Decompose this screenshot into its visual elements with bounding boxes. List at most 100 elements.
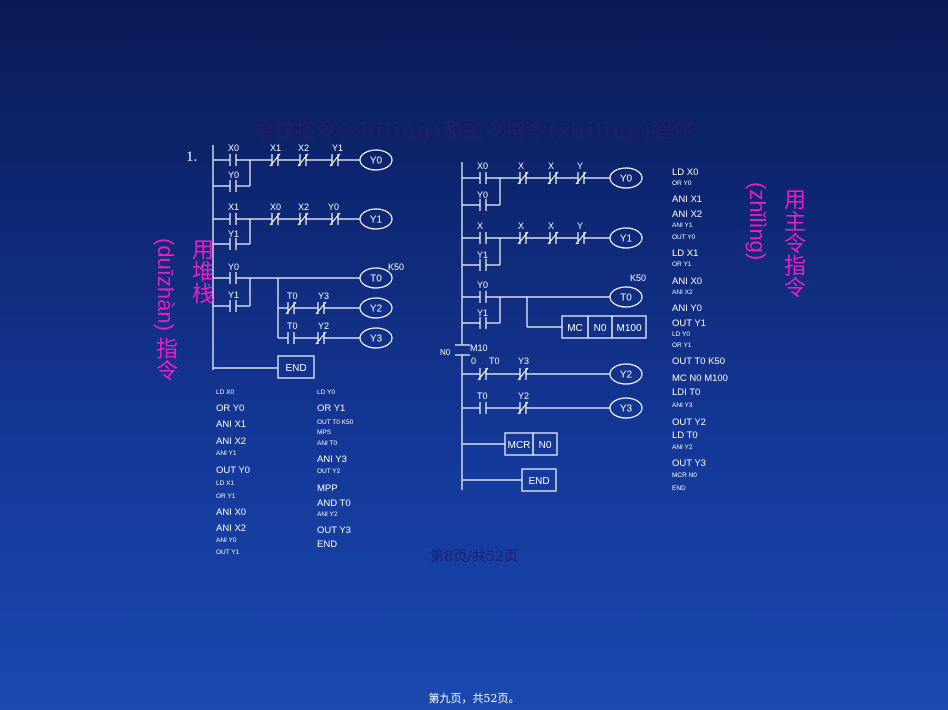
right-instr-2: ANI X1 (672, 194, 703, 205)
label-y0-branch: Y0 (228, 170, 239, 180)
y3-left-coil (359, 327, 393, 349)
right-instr-4: ANI Y1 (672, 222, 693, 229)
nc-contact (477, 367, 489, 381)
item-number: 1. (186, 149, 198, 165)
right-instr-3: ANI X2 (672, 209, 703, 220)
right-instr-21: OUT Y3 (672, 458, 706, 469)
label-y0-r2: Y0 (328, 202, 339, 212)
y3-left-coil-label: Y3 (370, 334, 383, 345)
label-y1: Y1 (332, 143, 343, 153)
no-contact (287, 332, 295, 344)
nc-contact (547, 231, 559, 245)
label-x0: X0 (228, 143, 239, 153)
y2-left-coil (359, 297, 393, 319)
no-contact (229, 300, 237, 312)
label-x2-r2: X2 (298, 202, 309, 212)
y2-left-coil-label: Y2 (370, 304, 383, 315)
left-b-instr-3: MPS (317, 429, 332, 436)
label-m10: M10 (470, 343, 488, 353)
left-b-instr-11: END (317, 539, 338, 550)
label-zero: 0 (471, 356, 476, 366)
left-b-instr-10: OUT Y3 (317, 525, 351, 536)
no-contact (229, 180, 237, 192)
no-contact (479, 172, 487, 184)
right-instr-10: ANI Y0 (672, 303, 702, 314)
mc-m100-box (611, 315, 647, 339)
left-a-instr-10: ANI Y0 (216, 537, 237, 544)
right-instr-16: LDI T0 (672, 387, 701, 398)
label-x1: X1 (270, 143, 281, 153)
label-x1-r2: X1 (228, 202, 239, 212)
mc-box-label: MC (567, 323, 583, 334)
no-contact (229, 154, 237, 166)
left-a-instr-6: LD X1 (216, 480, 235, 487)
right-instr-8: ANI X0 (672, 276, 703, 287)
label-n0: N0 (440, 348, 451, 357)
left-a-instr-2: ANI X1 (216, 419, 247, 430)
label-y2-r5r: Y2 (518, 391, 529, 401)
label-k50-left: K50 (388, 262, 404, 272)
right-instr-7: OR Y1 (672, 261, 692, 268)
left-a-instr-5: OUT Y0 (216, 465, 250, 476)
left-b-instr-7: MPP (317, 483, 338, 494)
no-contact (479, 402, 487, 414)
left-a-instr-8: ANI X0 (216, 507, 247, 518)
label-y0-r3r: Y0 (477, 280, 488, 290)
label-y-r2: Y (577, 221, 583, 231)
nc-contact (575, 171, 587, 185)
left-b-instr-4: ANI T0 (317, 440, 338, 447)
right-instr-22: MCR N0 (672, 472, 697, 479)
t0-left-coil (359, 267, 393, 289)
left-b-instr-8: AND T0 (317, 498, 351, 509)
label-y1-r3r: Y1 (477, 308, 488, 318)
y2-right-coil-label: Y2 (620, 370, 633, 381)
no-contact (479, 232, 487, 244)
right-instr-9: ANI X2 (672, 289, 693, 296)
right-instr-12: LD Y0 (672, 331, 690, 338)
left-b-instr-9: ANI Y2 (317, 511, 338, 518)
left-b-instr-0: LD Y0 (317, 389, 335, 396)
page-label: 第8页/共52页 (430, 549, 518, 565)
label-y-r1: Y (577, 161, 583, 171)
label-x2: X2 (298, 143, 309, 153)
label-y3-r4r: Y3 (518, 356, 529, 366)
y3-right-coil-label: Y3 (620, 404, 633, 415)
y0-coil (359, 149, 393, 171)
left-a-instr-7: OR Y1 (216, 493, 236, 500)
nc-contact (329, 153, 341, 167)
slide-title: 堆栈指令(zhǐlìng)和主令指令(zhǐlìng)程序 (253, 118, 695, 142)
label-t0-r4r: T0 (489, 356, 500, 366)
label-y0-r3: Y0 (228, 262, 239, 272)
label-x-r2b: X (518, 221, 524, 231)
no-contact (479, 291, 487, 303)
label-t0-r4: T0 (287, 291, 298, 301)
nc-contact (575, 231, 587, 245)
nc-contact (517, 231, 529, 245)
label-x-r1b: X (548, 161, 554, 171)
nc-contact (269, 212, 281, 226)
left-a-instr-1: OR Y0 (216, 403, 245, 414)
left-a-instr-3: ANI X2 (216, 436, 247, 447)
nc-contact (285, 301, 297, 315)
label-x-r1a: X (518, 161, 524, 171)
label-x0-r: X0 (477, 161, 488, 171)
y0-coil-label: Y0 (370, 156, 383, 167)
label-y0-rb: Y0 (477, 190, 488, 200)
mcr-box-label: MCR (508, 440, 531, 451)
right-instr-17: ANI Y3 (672, 402, 693, 409)
no-contact (479, 259, 487, 271)
footer-page-count: 第九页，共52页。 (428, 692, 520, 705)
label-x0-r2: X0 (270, 202, 281, 212)
no-contact (229, 272, 237, 284)
y1-coil (359, 208, 393, 230)
label-t0-r5: T0 (287, 321, 298, 331)
right-instr-11: OUT Y1 (672, 318, 706, 329)
right-instr-6: LD X1 (672, 248, 699, 259)
t0-right-coil (609, 286, 643, 308)
nc-contact (297, 153, 309, 167)
left-vertical-label-1: 用堆栈 (189, 238, 214, 304)
t0-left-coil-label: T0 (370, 274, 382, 285)
mc-n0-box-label: N0 (594, 323, 607, 334)
